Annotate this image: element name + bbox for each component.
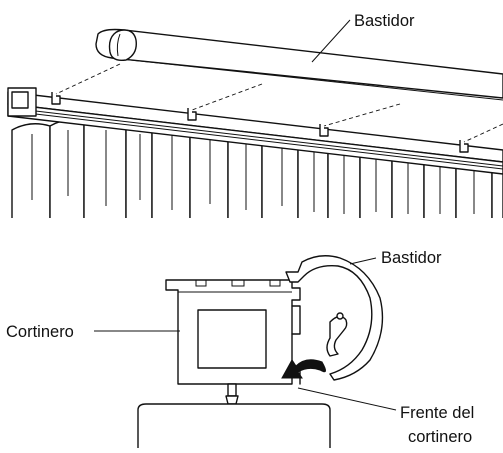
alignment-lines bbox=[55, 63, 503, 143]
headrail-top bbox=[7, 87, 503, 175]
vane-hanger bbox=[137, 383, 331, 448]
headrail-label: Cortinero bbox=[6, 323, 74, 341]
valance-label-bottom: Bastidor bbox=[381, 249, 442, 267]
headrail-cross-section bbox=[165, 279, 301, 385]
valance-profile bbox=[285, 255, 384, 381]
front-label-line1: Frente del bbox=[400, 404, 474, 422]
valance-label-top-group: Bastidor bbox=[311, 12, 415, 63]
direction-arrow bbox=[281, 359, 326, 379]
bottom-figure: Bastidor Cortinero Frente del cortinero bbox=[6, 249, 474, 448]
headrail-label-group: Cortinero bbox=[6, 323, 180, 341]
valance-label-bottom-group: Bastidor bbox=[349, 249, 442, 267]
top-figure: Bastidor bbox=[7, 12, 503, 218]
front-label-line2: cortinero bbox=[408, 428, 472, 446]
valance-clips bbox=[51, 92, 469, 153]
valance-top bbox=[95, 28, 503, 101]
front-label-group: Frente del cortinero bbox=[297, 387, 474, 446]
valance-label-top: Bastidor bbox=[354, 12, 415, 30]
